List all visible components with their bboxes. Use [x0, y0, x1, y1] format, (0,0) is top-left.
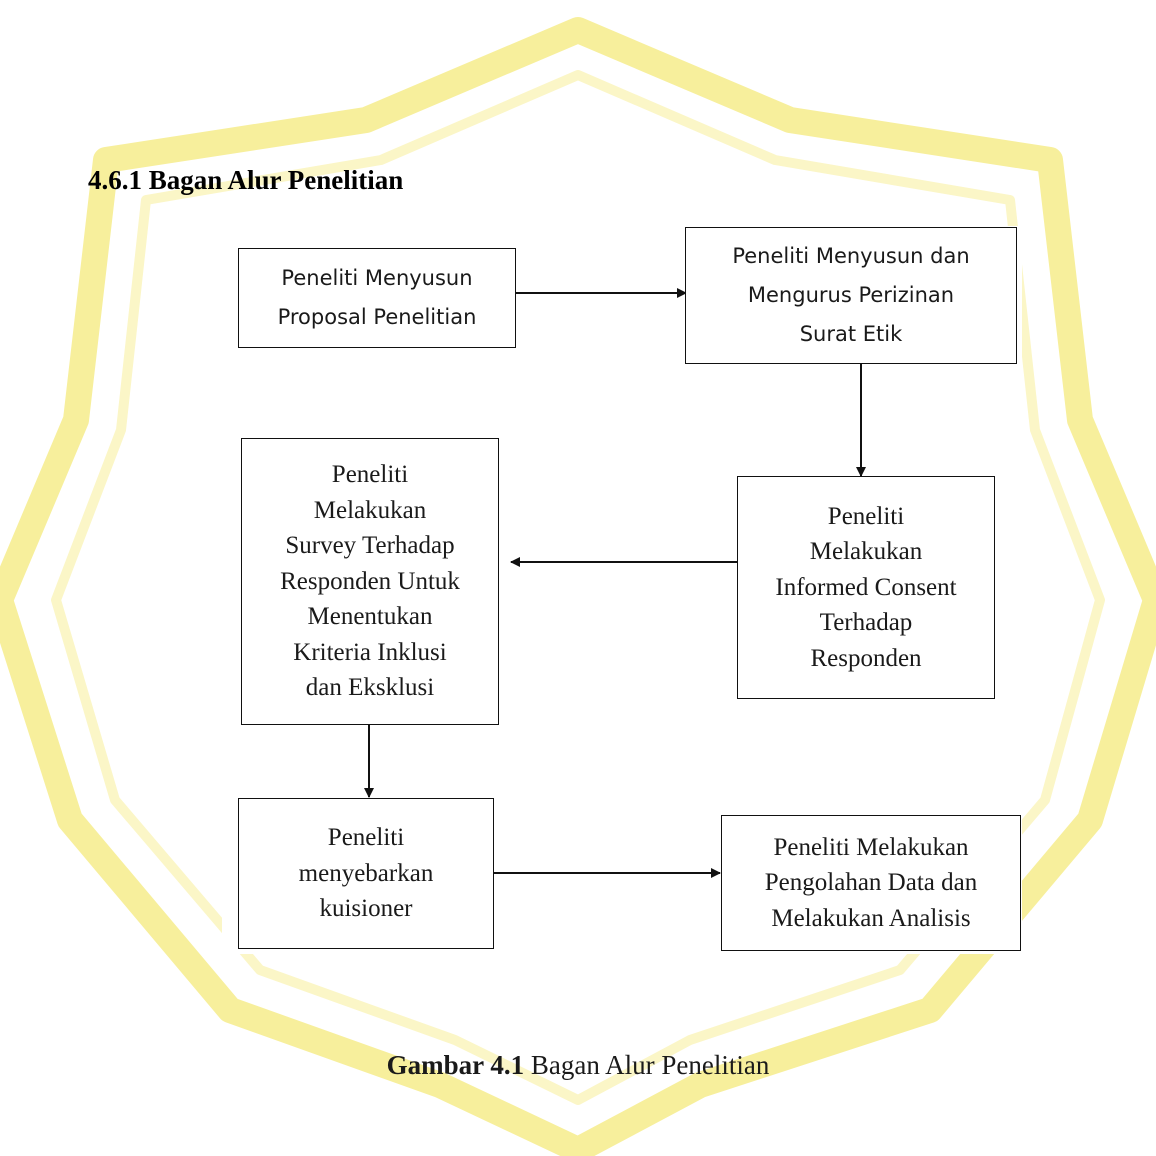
seal-inner-outline	[51, 70, 1105, 1105]
flow-step-analysis: Peneliti Melakukan Pengolahan Data dan M…	[721, 815, 1021, 951]
section-heading: 4.6.1 Bagan Alur Penelitian	[88, 165, 404, 195]
flow-step-survey: Peneliti Melakukan Survey Terhadap Respo…	[241, 438, 499, 725]
flow-step-label: Peneliti Melakukan Survey Terhadap Respo…	[280, 461, 460, 702]
flow-step-label: Peneliti Menyusun Proposal Penelitian	[277, 266, 477, 329]
flow-step-label: Peneliti Melakukan Informed Consent Terh…	[775, 502, 957, 672]
seal-outline	[0, 17, 1156, 1156]
flow-step-informed-consent: Peneliti Melakukan Informed Consent Terh…	[737, 476, 995, 699]
flow-step-label: Peneliti menyebarkan kuisioner	[298, 824, 434, 923]
flow-step-label: Peneliti Menyusun dan Mengurus Perizinan…	[732, 244, 970, 346]
flow-step-label: Peneliti Melakukan Pengolahan Data dan M…	[764, 833, 978, 932]
flow-step-proposal: Peneliti Menyusun Proposal Penelitian	[238, 248, 516, 348]
figure-caption: Gambar 4.1 Bagan Alur Penelitian	[0, 1050, 1156, 1081]
figure-caption-text: Bagan Alur Penelitian	[524, 1050, 770, 1080]
figure-caption-label: Gambar 4.1	[386, 1050, 525, 1080]
flow-step-ethics-permit: Peneliti Menyusun dan Mengurus Perizinan…	[685, 227, 1017, 364]
flow-step-questionnaire: Peneliti menyebarkan kuisioner	[238, 798, 494, 949]
